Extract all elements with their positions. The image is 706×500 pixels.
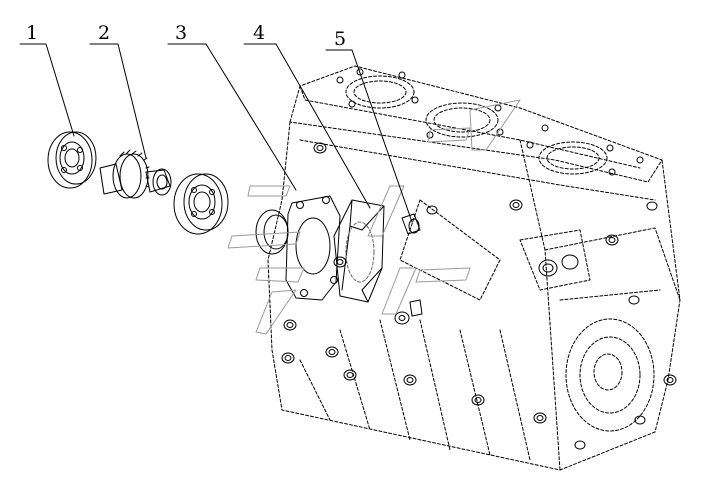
callout-5: 5	[333, 28, 347, 50]
callout-1: 1	[25, 22, 39, 44]
part-5-bolt	[401, 213, 423, 317]
part-3-gasket	[285, 195, 341, 301]
seal-ring	[255, 209, 289, 255]
leader-lines	[19, 43, 413, 223]
part-2-gear	[99, 149, 172, 199]
callout-4: 4	[252, 22, 266, 44]
engine-block	[267, 65, 681, 471]
part-1-bearing	[47, 131, 97, 189]
callout-2: 2	[97, 22, 111, 44]
callout-3: 3	[174, 22, 188, 44]
gear-bearing	[173, 173, 229, 235]
part-4-housing	[333, 199, 385, 303]
watermark-logo	[227, 99, 521, 335]
block-holes	[281, 68, 677, 450]
